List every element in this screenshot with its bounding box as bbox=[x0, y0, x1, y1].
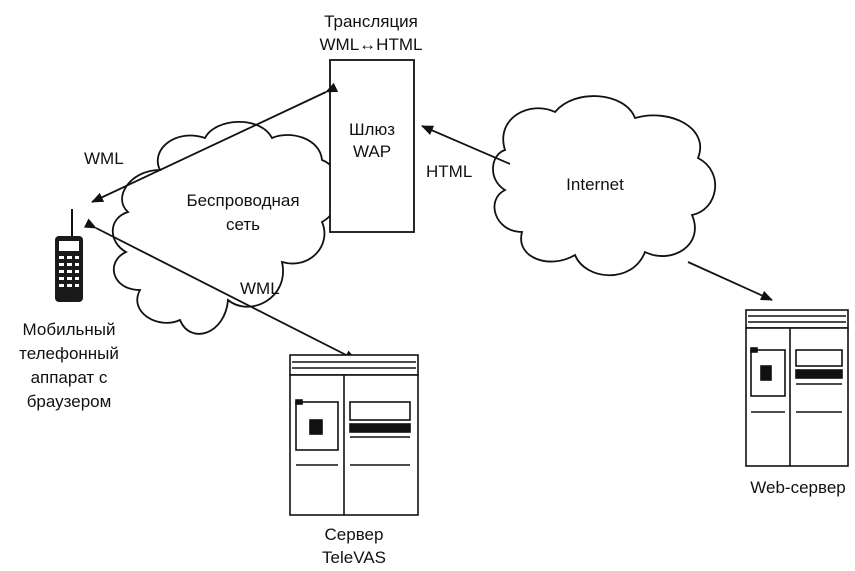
translation-label-line2: WML↔HTML bbox=[320, 35, 423, 54]
translation-label-line1: Трансляция bbox=[324, 12, 418, 31]
arrow-internet-to-gateway bbox=[421, 125, 511, 165]
web-server-label: Web-сервер bbox=[750, 478, 845, 497]
televas-label-line2: TeleVAS bbox=[322, 548, 386, 567]
arrow-gateway-to-mobile bbox=[91, 82, 339, 203]
gateway-label-line2: WAP bbox=[353, 142, 391, 161]
arrow-mobile-to-televas bbox=[83, 218, 357, 361]
mobile-label-line3: аппарат с bbox=[31, 368, 108, 387]
wml-label-upper: WML bbox=[84, 149, 124, 168]
arrow-internet-to-webserver bbox=[687, 261, 773, 301]
mobile-phone-icon bbox=[55, 209, 83, 302]
televas-server-icon bbox=[289, 354, 419, 516]
web-server-icon bbox=[745, 309, 849, 467]
wireless-network-label-line2: сеть bbox=[226, 215, 260, 234]
mobile-label-line1: Мобильный bbox=[23, 320, 116, 339]
televas-label-line1: Сервер bbox=[325, 525, 384, 544]
wml-label-lower: WML bbox=[240, 279, 280, 298]
wireless-network-label-line1: Беспроводная bbox=[186, 191, 299, 210]
internet-label: Internet bbox=[566, 175, 624, 194]
mobile-label-line2: телефонный bbox=[19, 344, 119, 363]
gateway-label-line1: Шлюз bbox=[349, 120, 395, 139]
internet-cloud bbox=[492, 95, 716, 277]
html-label: HTML bbox=[426, 162, 472, 181]
mobile-label-line4: браузером bbox=[27, 392, 112, 411]
